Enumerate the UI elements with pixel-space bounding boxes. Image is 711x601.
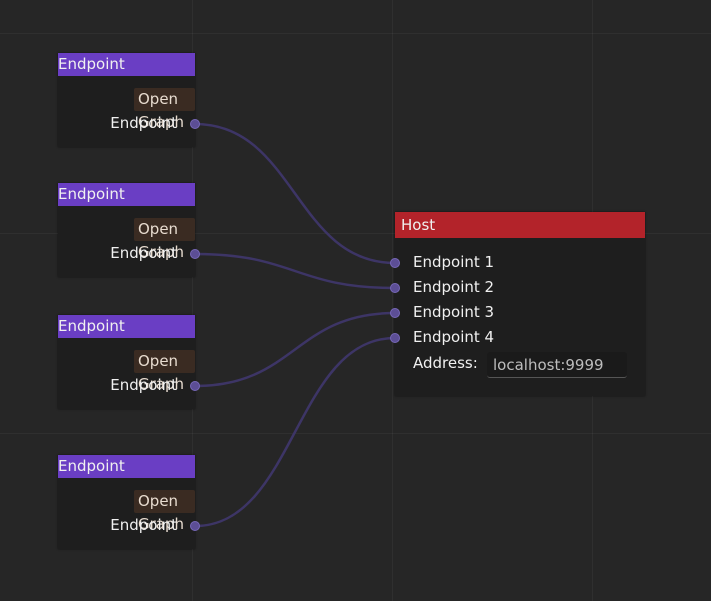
input-label: Endpoint 2	[413, 278, 495, 296]
output-port[interactable]	[190, 521, 200, 531]
output-label: Endpoint	[110, 114, 177, 132]
input-label: Endpoint 3	[413, 303, 495, 321]
open-graph-button[interactable]: Open Graph	[134, 350, 195, 393]
input-label: Endpoint 1	[413, 253, 495, 271]
output-port[interactable]	[190, 119, 200, 129]
input-port-1[interactable]	[390, 258, 400, 268]
input-label: Endpoint 4	[413, 328, 495, 346]
node-title[interactable]: Endpoint	[58, 315, 195, 338]
address-input[interactable]	[487, 352, 627, 378]
address-label: Address:	[413, 354, 478, 372]
endpoint-node[interactable]: Endpoint Open Graph Endpoint	[58, 183, 200, 277]
output-port[interactable]	[190, 249, 200, 259]
input-port-2[interactable]	[390, 283, 400, 293]
open-graph-button[interactable]: Open Graph	[134, 88, 195, 131]
input-endpoint-4: Endpoint 4	[413, 325, 494, 349]
node-title[interactable]: Endpoint	[58, 455, 195, 478]
input-endpoint-2: Endpoint 2	[413, 275, 494, 299]
endpoint-node[interactable]: Endpoint Open Graph Endpoint	[58, 315, 200, 409]
output-port[interactable]	[190, 381, 200, 391]
node-title[interactable]: Endpoint	[58, 53, 195, 76]
output-label: Endpoint	[110, 376, 177, 394]
endpoint-node[interactable]: Endpoint Open Graph Endpoint	[58, 53, 200, 147]
output-label: Endpoint	[110, 516, 177, 534]
endpoint-node[interactable]: Endpoint Open Graph Endpoint	[58, 455, 200, 549]
host-node[interactable]: Host Endpoint 1 Endpoint 2 Endpoint 3 En…	[390, 212, 645, 396]
node-title[interactable]: Endpoint	[58, 183, 195, 206]
input-endpoint-1: Endpoint 1	[413, 250, 494, 274]
input-endpoint-3: Endpoint 3	[413, 300, 494, 324]
open-graph-button[interactable]: Open Graph	[134, 218, 195, 261]
node-title[interactable]: Host	[395, 212, 645, 238]
input-port-3[interactable]	[390, 308, 400, 318]
input-port-4[interactable]	[390, 333, 400, 343]
open-graph-button[interactable]: Open Graph	[134, 490, 195, 533]
output-label: Endpoint	[110, 244, 177, 262]
